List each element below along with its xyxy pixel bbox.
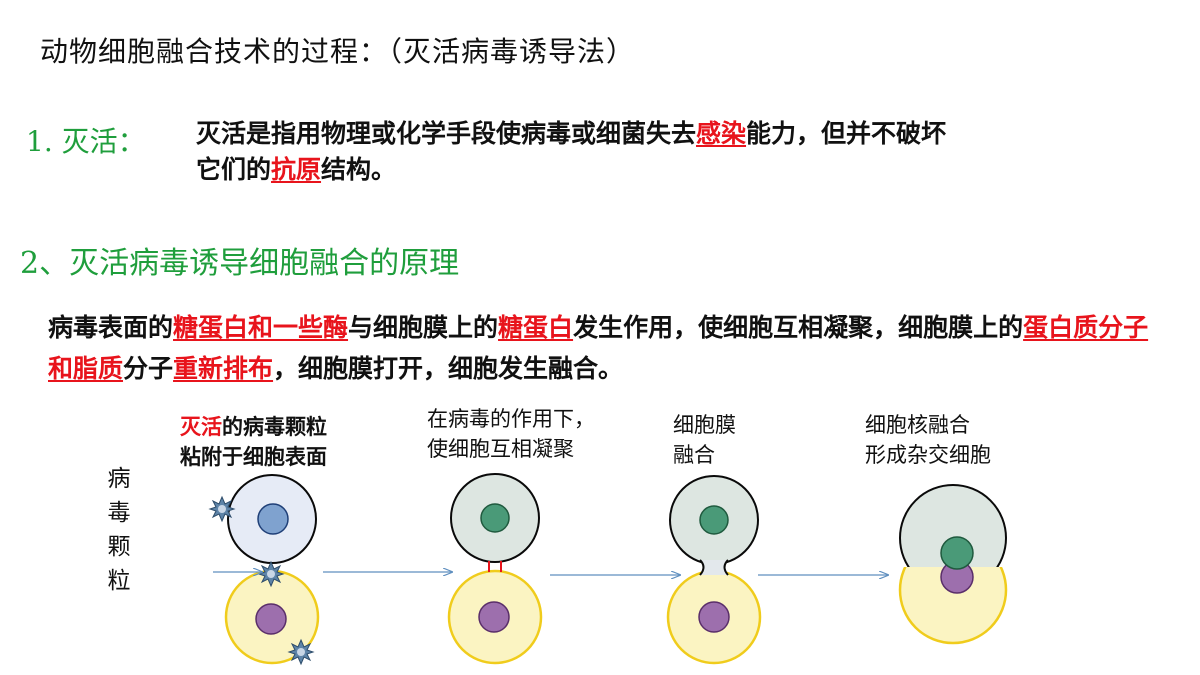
highlight-protein-lipid: 蛋白质分子和脂质 (48, 313, 1149, 383)
section1-definition: 灭活是指用物理或化学手段使病毒或细菌失去感染能力，但并不破坏 它们的抗原结构。 (196, 116, 1156, 188)
blue-cell-nucleus (257, 503, 289, 535)
stage4-hybrid-cell (898, 484, 1008, 645)
virus-particle-icon (208, 495, 236, 523)
text-run: 毒 (107, 500, 131, 526)
highlight-rearrange: 重新排布 (173, 354, 274, 383)
text-run: 的病毒颗粒 (222, 415, 327, 439)
text-run: 细胞膜 (673, 413, 736, 437)
gray-cell-nucleus (480, 503, 510, 533)
hybrid-cell-upper (899, 484, 1007, 567)
gray-cell-nucleus (699, 505, 729, 535)
text-run: 粒 (107, 568, 131, 594)
section1-line1: 灭活是指用物理或化学手段使病毒或细菌失去感染能力，但并不破坏 (196, 116, 1156, 152)
hybrid-nucleus-green (940, 536, 974, 570)
step4-caption: 细胞核融合 形成杂交细胞 (865, 410, 991, 470)
text-run: 灭活 (180, 415, 222, 439)
text-run: 与细胞膜上的 (348, 313, 499, 342)
text-run: 使细胞互相凝聚 (427, 437, 574, 461)
text-run: 分子 (123, 354, 174, 383)
step2-caption: 在病毒的作用下， 使细胞互相凝聚 (427, 404, 595, 464)
hybrid-cell-lower (898, 567, 1008, 645)
fusion-neck-edge (723, 559, 729, 576)
yellow-cell-nucleus (698, 601, 730, 633)
yellow-cell-nucleus (478, 601, 510, 633)
virus-particle-label: 病 毒 颗 粒 (104, 462, 134, 598)
step3-caption: 细胞膜 融合 (673, 410, 736, 470)
text-run: 融合 (673, 443, 715, 467)
text-run: 粘附于细胞表面 (180, 445, 327, 469)
text-run: 病毒表面的 (48, 313, 174, 342)
text-run: 细胞核融合 (865, 413, 970, 437)
text-run: 它们的 (196, 155, 272, 184)
stage1-virus-adhesion (208, 474, 320, 666)
highlight-infection: 感染 (696, 119, 747, 148)
section2-principle: 病毒表面的糖蛋白和一些酶与细胞膜上的糖蛋白发生作用，使细胞互相凝聚，细胞膜上的蛋… (48, 307, 1158, 389)
fusion-neck-edge (699, 559, 705, 576)
yellow-cell-nucleus (255, 603, 287, 635)
section1-heading: 1. 灭活： (26, 125, 146, 158)
text-run: 发生作用，使细胞互相凝聚，细胞膜上的 (573, 313, 1024, 342)
stage3-membrane-fusion (666, 475, 762, 665)
step1-caption: 灭活的病毒颗粒 粘附于细胞表面 (180, 412, 327, 472)
page-title: 动物细胞融合技术的过程：（灭活病毒诱导法） (40, 35, 636, 68)
section2-heading: 2、灭活病毒诱导细胞融合的原理 (20, 246, 460, 281)
text-run: 病 (107, 466, 131, 492)
stage2-cell-agglutination (447, 473, 543, 665)
text-run: 能力，但并不破坏 (746, 119, 947, 148)
text-run: ，细胞膜打开，细胞发生融合。 (273, 354, 624, 383)
text-run: 颗 (107, 534, 131, 560)
text-run: 在病毒的作用下， (427, 407, 595, 431)
fusion-neck (700, 560, 728, 575)
highlight-glycoprotein: 糖蛋白 (498, 313, 574, 342)
virus-particle-icon (257, 560, 285, 588)
highlight-glycoprotein-enzymes: 糖蛋白和一些酶 (173, 313, 349, 342)
virus-particle-icon (287, 638, 315, 666)
text-run: 形成杂交细胞 (865, 443, 991, 467)
section1-line2: 它们的抗原结构。 (196, 152, 1156, 188)
text-run: 灭活是指用物理或化学手段使病毒或细菌失去 (196, 119, 697, 148)
text-run: 结构。 (321, 155, 397, 184)
highlight-antigen: 抗原 (271, 155, 322, 184)
